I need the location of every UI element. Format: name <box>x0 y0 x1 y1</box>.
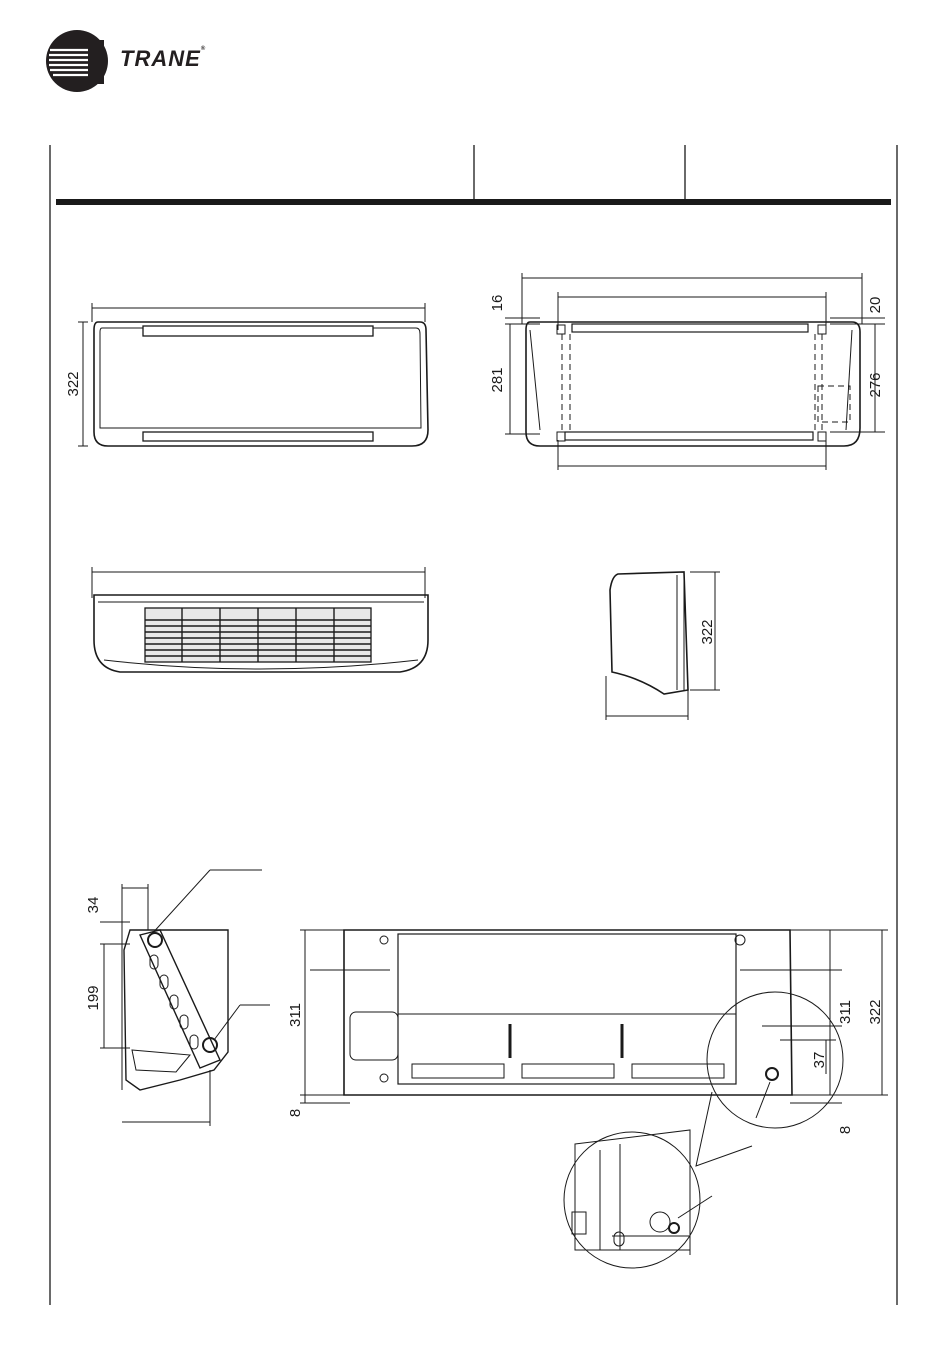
bottom-view <box>92 567 428 672</box>
mount-bottom-right-label: 8 <box>837 1126 854 1134</box>
rear-view <box>505 273 885 470</box>
side-view <box>606 572 720 720</box>
trane-logo-icon <box>46 30 108 92</box>
mounting-plate-view <box>300 930 888 1268</box>
mount-drain-offset-label: 37 <box>811 1052 828 1069</box>
mount-left-height-label: 311 <box>287 1003 304 1027</box>
bracket-top-label: 34 <box>85 897 102 914</box>
rear-right-top-label: 20 <box>867 297 884 314</box>
rear-left-height-label: 281 <box>489 367 506 392</box>
mount-right-outer-height-label: 322 <box>867 999 884 1024</box>
mount-right-inner-height-label: 311 <box>837 1000 854 1024</box>
front-view <box>78 303 428 446</box>
front-height-label: 322 <box>65 371 82 396</box>
mount-bottom-left-label: 8 <box>287 1109 304 1117</box>
bracket-span-label: 199 <box>85 985 102 1010</box>
side-height-label: 322 <box>699 619 716 644</box>
bracket-side-view <box>100 870 270 1126</box>
rear-right-height-label: 276 <box>867 372 884 397</box>
title-block <box>50 145 897 1305</box>
rear-top-offset-label: 16 <box>489 295 506 312</box>
